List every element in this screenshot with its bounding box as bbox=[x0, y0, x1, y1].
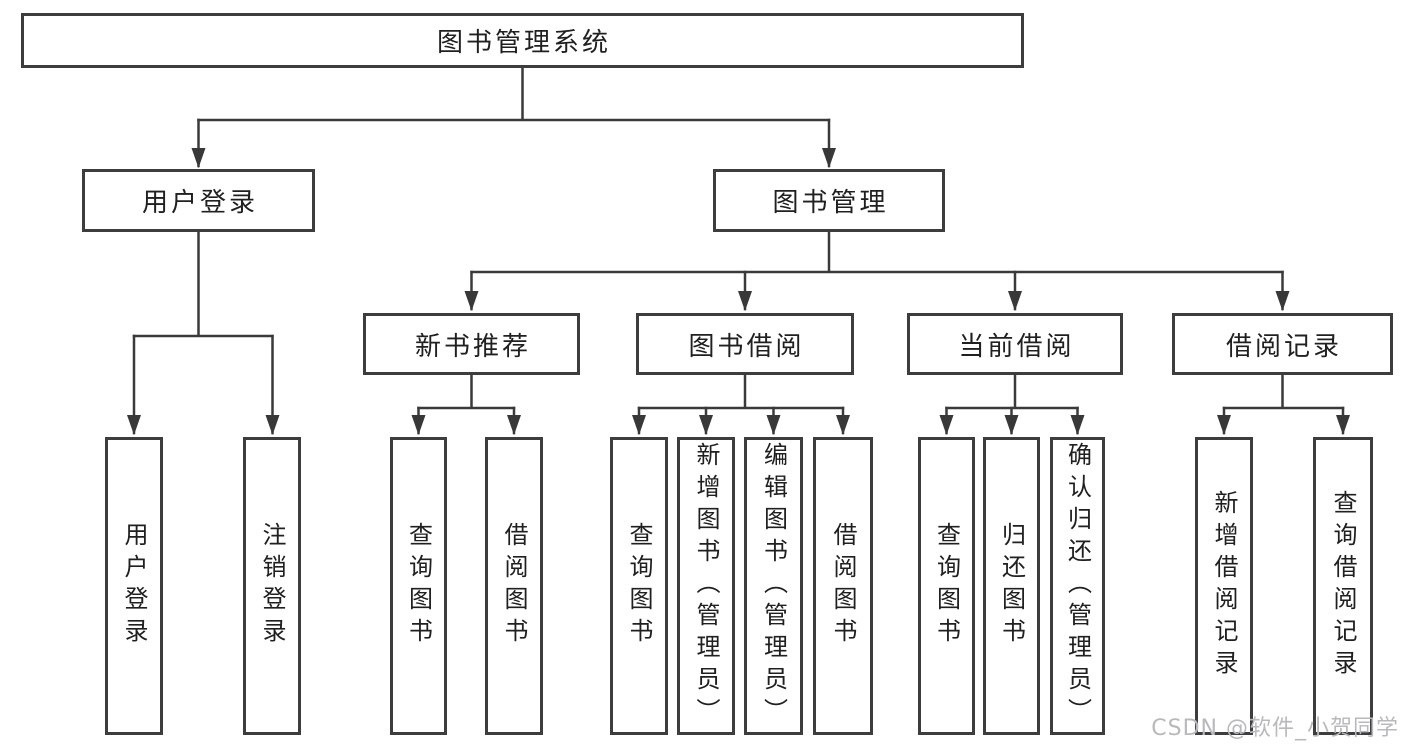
node-leaf-query-book-borrow: 查询图书 bbox=[610, 437, 668, 735]
node-leaf-add-book-admin: 新增图书（管理员） bbox=[677, 437, 735, 735]
node-leaf-confirm-return-admin: 确认归还（管理员） bbox=[1050, 437, 1105, 735]
node-leaf-user-login: 用户登录 bbox=[105, 437, 163, 735]
node-leaf-edit-book-admin: 编辑图书（管理员） bbox=[744, 437, 803, 735]
node-leaf-return-book: 归还图书 bbox=[983, 437, 1040, 735]
watermark: CSDN @软件_小贺同学 bbox=[1151, 716, 1399, 741]
node-borrow-record: 借阅记录 bbox=[1172, 313, 1393, 375]
node-user-login: 用户登录 bbox=[82, 169, 315, 232]
node-leaf-query-borrow-record: 查询借阅记录 bbox=[1313, 437, 1373, 735]
node-book-borrow: 图书借阅 bbox=[636, 313, 854, 375]
node-leaf-query-book-newbook: 查询图书 bbox=[390, 437, 447, 735]
node-new-book-recommend: 新书推荐 bbox=[363, 313, 580, 375]
node-leaf-query-book-current: 查询图书 bbox=[918, 437, 975, 735]
node-leaf-add-borrow-record: 新增借阅记录 bbox=[1195, 437, 1253, 735]
node-leaf-borrow-book: 借阅图书 bbox=[813, 437, 873, 735]
node-root-system: 图书管理系统 bbox=[21, 13, 1024, 68]
node-leaf-logout: 注销登录 bbox=[243, 437, 301, 735]
connector-trunks bbox=[132, 66, 1345, 410]
node-leaf-borrow-book-newbook: 借阅图书 bbox=[485, 437, 543, 735]
node-current-borrow: 当前借阅 bbox=[907, 313, 1123, 375]
node-book-management: 图书管理 bbox=[713, 169, 945, 232]
